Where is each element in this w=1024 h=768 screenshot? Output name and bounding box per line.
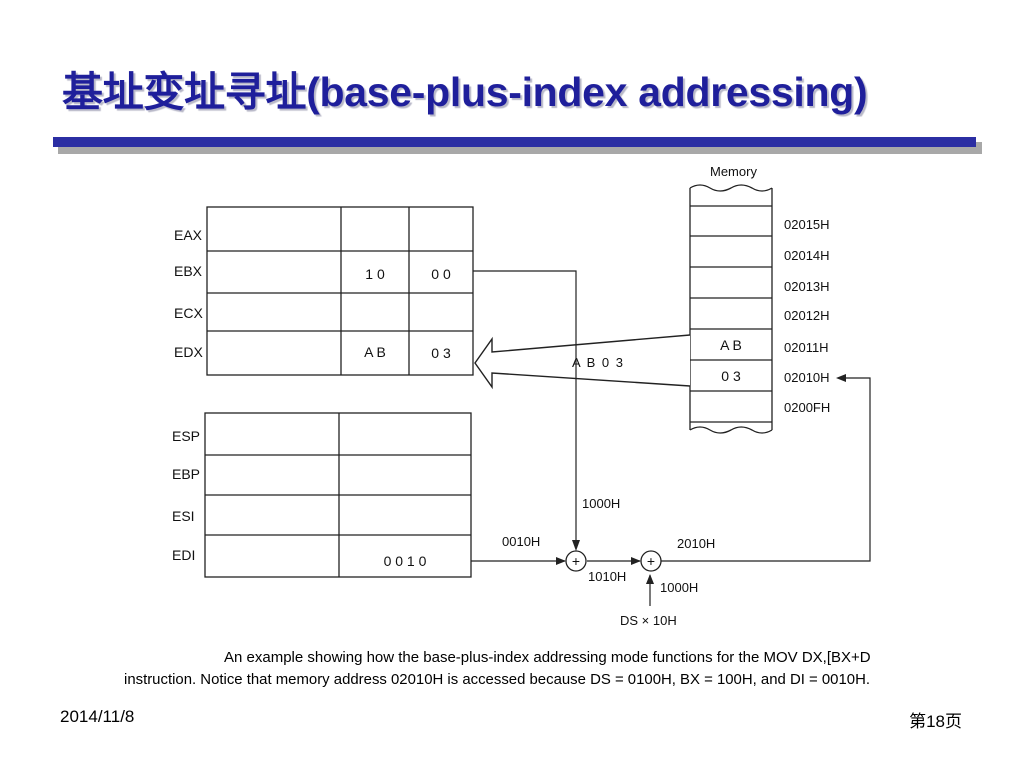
memory-label: Memory — [710, 164, 757, 179]
adder-1: + — [565, 550, 587, 572]
ds-label: DS × 10H — [620, 613, 677, 628]
register-high-byte: 1 0 — [365, 266, 385, 282]
register-name: ESI — [172, 508, 195, 524]
register-name: ECX — [174, 305, 203, 321]
memory-address: 02012H — [784, 308, 830, 323]
arrow-heads — [556, 374, 846, 584]
edi-value: 0 0 1 0 — [384, 553, 427, 569]
caption-line-1: An example showing how the base-plus-ind… — [224, 649, 871, 666]
caption-line-2: instruction. Notice that memory address … — [124, 671, 870, 688]
register-block-bottom — [204, 412, 472, 578]
sum2-label: 2010H — [677, 536, 715, 551]
register-name: EAX — [174, 227, 203, 243]
memory-cell-value: 0 3 — [721, 368, 741, 384]
register-low-byte: 0 3 — [431, 345, 451, 361]
page-number: 第18页 — [909, 712, 962, 731]
register-low-byte: 0 0 — [431, 266, 451, 282]
register-values-top: 1 0 0 0 A B 0 3 — [364, 266, 451, 361]
memory-cell-value: A B — [720, 337, 742, 353]
register-name: EDX — [174, 344, 203, 360]
sum1-label: 1010H — [588, 569, 626, 584]
memory-address: 02011H — [784, 340, 829, 355]
title-rule — [53, 137, 976, 147]
transfer-label: A B 0 3 — [572, 355, 624, 370]
di-value-label: 0010H — [502, 534, 540, 549]
register-name: EDI — [172, 547, 195, 563]
register-name: EBP — [172, 466, 200, 482]
memory-cell-values: A B 0 3 — [720, 337, 742, 384]
memory-address: 02010H — [784, 370, 830, 385]
memory-column — [689, 184, 773, 434]
slide-title: 基址变址寻址(base-plus-index addressing) — [62, 69, 868, 115]
memory-address: 02013H — [784, 279, 830, 294]
memory-address-labels: 02015H 02014H 02013H 02012H 02011H 02010… — [784, 217, 830, 415]
register-block-top — [206, 206, 474, 376]
bx-value-label: 1000H — [582, 496, 620, 511]
register-names-top: EAX EBX ECX EDX — [174, 227, 203, 360]
ds-value-label: 1000H — [660, 580, 698, 595]
register-high-byte: A B — [364, 344, 386, 360]
register-names-bottom: ESP EBP ESI EDI — [172, 428, 200, 563]
adder-symbol: + — [572, 553, 580, 569]
adder-2: + — [640, 550, 662, 572]
register-name: ESP — [172, 428, 200, 444]
memory-address: 0200FH — [784, 400, 830, 415]
register-name: EBX — [174, 263, 203, 279]
footer-date: 2014/11/8 — [60, 707, 135, 726]
memory-address: 02015H — [784, 217, 830, 232]
memory-address: 02014H — [784, 248, 830, 263]
transfer-arrow — [474, 334, 691, 390]
adder-symbol: + — [647, 553, 655, 569]
